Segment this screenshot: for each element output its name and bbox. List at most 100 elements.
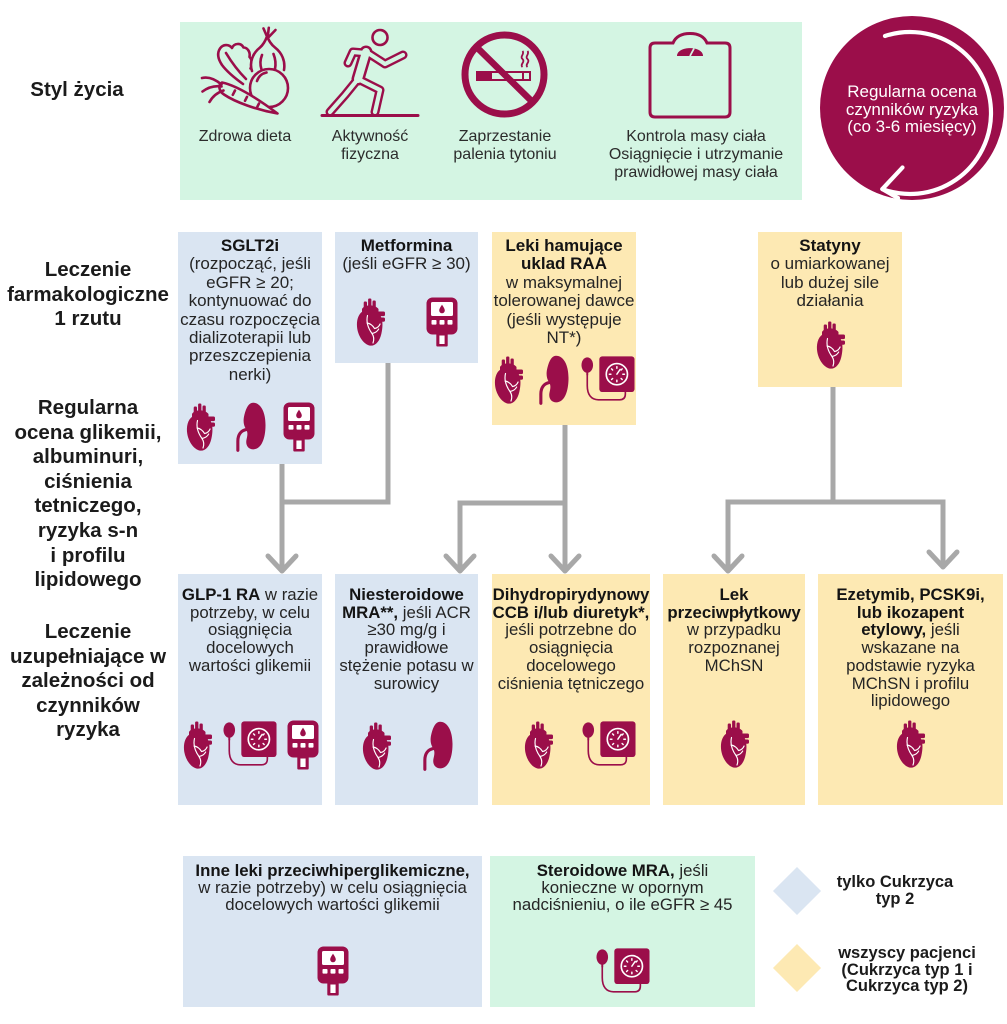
connector-metformin-join: [279, 363, 391, 505]
lifestyle-label: Kontrola masy ciała Osiągnięcie i utrzym…: [608, 128, 784, 181]
ezetimibe-pcsk9i-icosapent-text: Ezetymib, PCSK9i, lub ikozapent etylowy,…: [818, 586, 1003, 710]
lifestyle-item-smoking-cessation: Zaprzestanie palenia tytoniu: [405, 22, 605, 200]
drug-name: GLP-1 RA: [181, 585, 261, 604]
heart-icon: [523, 721, 554, 769]
heart-icon: [719, 720, 750, 768]
cycle-arrow-slot: [820, 16, 1004, 201]
blood-pressure-monitor-icon: [222, 720, 277, 770]
lifestyle-label: Zaprzestanie palenia tytoniu: [453, 128, 557, 163]
running-person-icon: [320, 28, 420, 118]
steroidal-mra-box: Steroidowe MRA, jeśli konieczne w oporny…: [490, 856, 755, 1007]
indication-icons: [335, 297, 478, 347]
drug-name: Metformina: [360, 236, 453, 255]
indication-icons: [335, 720, 478, 772]
heart-icon: [895, 720, 926, 768]
lifestyle-icon-slot: [648, 31, 732, 119]
nonsteroidal-mra-box: Niesteroidowe MRA**, jeśli ACR ≥30 mg/g …: [335, 574, 478, 805]
blood-pressure-monitor-icon: [581, 720, 636, 770]
drug-details: w razie potrzeby, w celu osiągnięcia doc…: [188, 585, 319, 675]
arrowhead-to-antiplatelet: [711, 553, 745, 574]
raas-inhibitor-text: Leki hamujące uklad RAA w maksymalnej to…: [492, 236, 636, 348]
indication-icons: [178, 401, 322, 453]
kidney-icon: [233, 401, 266, 453]
indication-icons: [492, 354, 636, 406]
risk-reassessment-text: Regularna ocena czynników ryzyka (co 3-6…: [845, 82, 979, 136]
drug-details: o umiarkowanej lub dużej sile działania: [770, 254, 890, 311]
indication-icons: [758, 321, 902, 369]
kidney-icon: [536, 354, 569, 406]
risk-reassessment-circle: Regularna ocena czynników ryzyka (co 3-6…: [820, 16, 1004, 201]
sglt2i-text: SGLT2i (rozpocząć, jeśli eGFR ≥ 20; kont…: [178, 236, 322, 384]
indication-icons: [492, 720, 650, 770]
lifestyle-item-physical-activity: Aktywność fizyczna: [270, 22, 470, 200]
sglt2i-box: SGLT2i (rozpocząć, jeśli eGFR ≥ 20; kont…: [178, 232, 322, 464]
antiplatelet-text: Lek przeciwpłytkowy w przypadku rozpozna…: [663, 586, 805, 675]
statin-text: Statyny o umiarkowanej lub dużej sile dz…: [758, 236, 902, 311]
drug-details: w przypadku rozpoznanej MChSN: [686, 620, 782, 675]
glucometer-icon: [317, 946, 349, 996]
row-label-first-line-therapy: Leczenie farmakologiczne 1 rzutu: [7, 258, 169, 331]
drug-details: w maksymalnej tolerowanej dawce (jeśli w…: [493, 272, 635, 348]
metformin-box: Metformina (jeśli eGFR ≥ 30): [335, 232, 478, 363]
indication-icons: [818, 720, 1003, 768]
glucometer-icon: [283, 402, 315, 452]
lifestyle-icon-slot: [320, 28, 420, 118]
dhp-ccb-diuretic-box: Dihydropirydynowy CCB i/lub diuretyk*, j…: [492, 574, 650, 805]
drug-details: jeśli ACR ≥30 mg/g i prawidłowe stężenie…: [339, 602, 474, 693]
cycle-arrow-icon: [820, 16, 1004, 201]
glp1-ra-box: GLP-1 RA w razie potrzeby, w celu osiągn…: [178, 574, 322, 805]
drug-details: w razie potrzeby) w celu osiągnięcia doc…: [198, 877, 467, 914]
indication-icons: [178, 720, 322, 770]
legend-label-all-patients: wszyscy pacjenci (Cukrzyca typ 1 i Cukrz…: [838, 944, 976, 995]
heart-icon: [185, 403, 216, 451]
connector-raas-to-nonsteroidal-mra: [457, 500, 568, 569]
heart-icon: [361, 722, 392, 770]
arrowhead-to-dhp-ccb: [548, 553, 582, 574]
drug-name: Statyny: [799, 236, 861, 255]
indication-icons: [183, 946, 482, 996]
antiplatelet-box: Lek przeciwpłytkowy w przypadku rozpozna…: [663, 574, 805, 805]
lifestyle-panel: Zdrowa dieta Aktywność fizyczna Zaprzest…: [180, 22, 802, 200]
row-label-lifestyle: Styl życia: [30, 78, 124, 101]
glucometer-icon: [426, 297, 458, 347]
metformin-text: Metformina (jeśli eGFR ≥ 30): [335, 236, 478, 274]
lifestyle-icon-slot: [199, 26, 291, 117]
other-glucose-lowering-box: Inne leki przeciwhiperglikemiczne, w raz…: [183, 856, 482, 1007]
drug-details: (rozpocząć, jeśli eGFR ≥ 20; kontynuować…: [180, 254, 320, 384]
drug-name: Steroidowe MRA,: [536, 861, 675, 880]
heart-icon: [182, 721, 213, 769]
indication-icons: [663, 720, 805, 768]
dhp-ccb-diuretic-text: Dihydropirydynowy CCB i/lub diuretyk*, j…: [492, 586, 650, 692]
drug-details: jeśli konieczne w opornym nadciśnieniu, …: [512, 861, 733, 914]
drug-details: (jeśli eGFR ≥ 30): [342, 254, 471, 274]
drug-details: jeśli potrzebne do osiągnięcia doceloweg…: [497, 620, 645, 693]
vegetables-icon: [199, 26, 291, 117]
lifestyle-label: Aktywność fizyczna: [331, 128, 409, 163]
lifestyle-item-weight-control: Kontrola masy ciała Osiągnięcie i utrzym…: [596, 22, 796, 200]
row-label-add-on-therapy: Leczenie uzupełniające w zależności od c…: [9, 620, 167, 742]
arrowhead-to-glp1: [265, 553, 299, 574]
drug-name: Leki hamujące uklad RAA: [505, 236, 623, 274]
arrowhead-to-nonsteroidal-mra: [443, 553, 477, 574]
drug-name: Lek przeciwpłytkowy: [667, 585, 801, 622]
ezetimibe-pcsk9i-icosapent-box: Ezetymib, PCSK9i, lub ikozapent etylowy,…: [818, 574, 1003, 805]
arrowhead-to-ezetimibe: [926, 549, 960, 570]
raas-inhibitor-box: Leki hamujące uklad RAA w maksymalnej to…: [492, 232, 636, 425]
weighing-scale-icon: [648, 31, 732, 119]
drug-name: Ezetymib, PCSK9i, lub ikozapent etylowy,: [836, 585, 985, 640]
row-label-regular-monitoring: Regularna ocena glikemii, albuminuri, ci…: [14, 396, 162, 592]
statin-box: Statyny o umiarkowanej lub dużej sile dz…: [758, 232, 902, 387]
heart-icon: [355, 298, 386, 346]
kidney-icon: [420, 720, 453, 772]
lifestyle-label: Zdrowa dieta: [198, 128, 292, 145]
lifestyle-item-healthy-diet: Zdrowa dieta: [145, 22, 345, 200]
blood-pressure-monitor-icon: [595, 947, 650, 997]
connector-statin-branches: [725, 499, 946, 569]
heart-icon: [815, 321, 846, 369]
glp1-ra-text: GLP-1 RA w razie potrzeby, w celu osiągn…: [178, 586, 322, 675]
drug-name: Dihydropirydynowy CCB i/lub diuretyk*,: [492, 585, 650, 622]
indication-icons: [490, 947, 755, 997]
heart-icon: [493, 356, 524, 404]
drug-name: Niesteroidowe MRA**,: [342, 585, 464, 622]
